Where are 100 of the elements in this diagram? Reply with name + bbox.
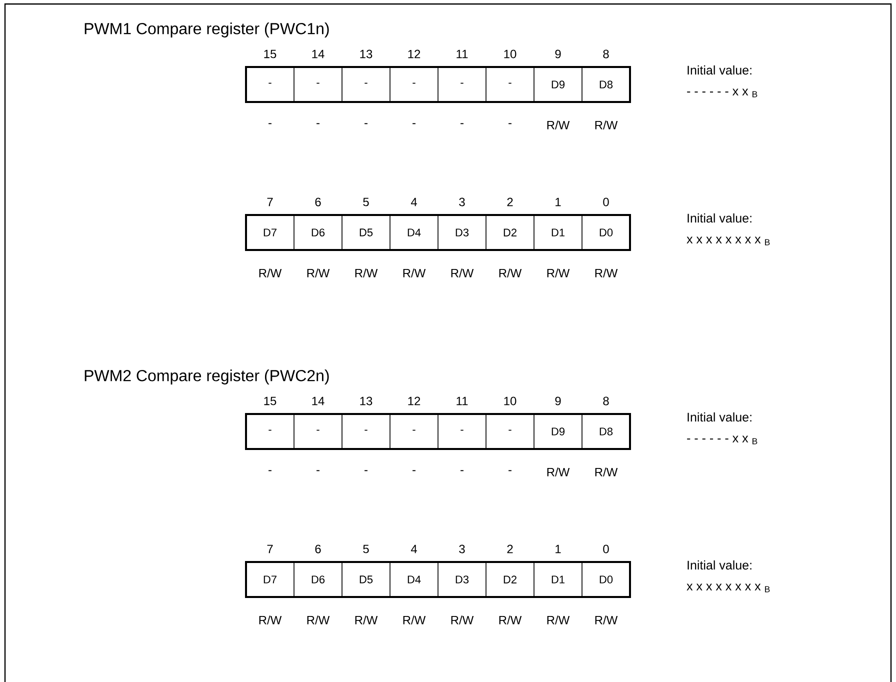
bit-cell: - bbox=[390, 66, 438, 102]
bit-number: 4 bbox=[410, 544, 417, 554]
bit-number: 5 bbox=[363, 544, 369, 554]
bit-number: 6 bbox=[315, 544, 321, 554]
bit-cell: D4 bbox=[390, 562, 438, 598]
bit-cell: D6 bbox=[294, 562, 342, 598]
bit-cell: D6 bbox=[294, 214, 342, 250]
access-label: - bbox=[268, 470, 272, 472]
access-label: R/W bbox=[595, 268, 618, 278]
bit-cell: - bbox=[294, 66, 342, 102]
bit-cell: D5 bbox=[342, 562, 390, 598]
initial-value-label: Initial value: bbox=[688, 213, 752, 223]
initial-value: - - - - - - x x $_{B}$ bbox=[687, 436, 758, 444]
bit-cell: D2 bbox=[486, 562, 534, 598]
access-label: R/W bbox=[451, 616, 474, 624]
bit-number: 3 bbox=[459, 198, 465, 206]
bit-cell: D1 bbox=[534, 214, 582, 250]
bit-cell: D3 bbox=[438, 562, 486, 598]
initial-value-label: Initial value: bbox=[688, 412, 752, 422]
bit-number: 5 bbox=[363, 198, 369, 206]
bit-number: 9 bbox=[555, 50, 561, 58]
access-label: - bbox=[412, 470, 416, 472]
node-label: D7 bbox=[264, 576, 276, 584]
bit-number: 1 bbox=[556, 198, 561, 206]
access-label: R/W bbox=[403, 268, 426, 278]
bit-number: 1 bbox=[556, 544, 561, 554]
bit-cell: - bbox=[438, 66, 486, 102]
access-label: - bbox=[364, 470, 368, 472]
bit-cell: - bbox=[390, 414, 438, 450]
bit-number: 12 bbox=[408, 396, 420, 406]
access-label: - bbox=[316, 123, 320, 124]
access-label: R/W bbox=[307, 616, 330, 624]
bit-cell: D2 bbox=[486, 214, 534, 250]
bit-number: 10 bbox=[504, 50, 516, 58]
bit-cell: D0 bbox=[582, 562, 630, 598]
initial-value-label: Initial value: bbox=[688, 560, 752, 570]
bit-number: 11 bbox=[456, 50, 468, 58]
access-label: R/W bbox=[307, 268, 330, 278]
bit-number: 10 bbox=[504, 396, 516, 406]
bit-cell: D9 bbox=[534, 66, 582, 102]
node-label: - bbox=[268, 430, 272, 431]
bit-number: 15 bbox=[264, 50, 276, 58]
bit-cell: - bbox=[294, 414, 342, 450]
bit-cell: - bbox=[342, 414, 390, 450]
access-label: R/W bbox=[355, 616, 378, 624]
bit-number: 14 bbox=[312, 50, 324, 58]
bit-number: 7 bbox=[267, 198, 273, 206]
bit-cell: - bbox=[486, 66, 534, 102]
access-label: - bbox=[508, 470, 512, 472]
access-label: R/W bbox=[547, 268, 570, 278]
bit-number: 11 bbox=[456, 396, 468, 406]
bit-cell: D9 bbox=[534, 414, 582, 450]
access-label: R/W bbox=[355, 268, 378, 278]
access-label: R/W bbox=[595, 616, 618, 624]
access-label: R/W bbox=[595, 468, 618, 476]
bit-number: 13 bbox=[360, 50, 372, 58]
initial-value: - - - - - - x x $_{B}$ bbox=[687, 88, 758, 98]
access-label: - bbox=[508, 123, 512, 124]
bit-cell: - bbox=[342, 66, 390, 102]
access-label: R/W bbox=[259, 268, 282, 278]
access-label: - bbox=[460, 123, 464, 124]
access-label: R/W bbox=[595, 120, 618, 130]
initial-value-label: Initial value: bbox=[688, 65, 752, 75]
access-label: R/W bbox=[403, 616, 426, 624]
bit-number: 8 bbox=[603, 396, 609, 406]
bit-number: 3 bbox=[459, 544, 465, 554]
bit-cell: - bbox=[486, 414, 534, 450]
bit-cell: D8 bbox=[582, 66, 630, 102]
node-label: - bbox=[268, 82, 272, 84]
bit-cell: D3 bbox=[438, 214, 486, 250]
bit-number: 7 bbox=[267, 544, 273, 554]
bit-number: 0 bbox=[603, 544, 609, 554]
bit-cell: D5 bbox=[342, 214, 390, 250]
register-heading: PWM1 Compare register (PWC1n) bbox=[84, 22, 329, 38]
bit-number: 14 bbox=[312, 396, 324, 406]
bit-number: 9 bbox=[555, 396, 561, 406]
initial-value: x x x x x x x x $_{B}$ bbox=[686, 584, 770, 592]
bit-number: 2 bbox=[507, 198, 513, 206]
bit-number: 2 bbox=[507, 544, 513, 554]
access-label: - bbox=[364, 123, 368, 124]
access-label: R/W bbox=[547, 120, 570, 130]
bit-number: 15 bbox=[264, 396, 276, 406]
node-label: D7 bbox=[264, 228, 276, 236]
access-label: R/W bbox=[499, 268, 522, 278]
bit-cell: D4 bbox=[390, 214, 438, 250]
access-label: - bbox=[460, 470, 464, 472]
access-label: R/W bbox=[499, 616, 522, 624]
bit-number: 12 bbox=[408, 50, 420, 58]
bit-cell: - bbox=[438, 414, 486, 450]
register-heading: PWM2 Compare register (PWC2n) bbox=[84, 370, 329, 384]
access-label: R/W bbox=[547, 468, 570, 476]
bit-cell: D8 bbox=[582, 414, 630, 450]
bit-number: 0 bbox=[603, 198, 609, 206]
bit-number: 13 bbox=[360, 396, 372, 406]
access-label: R/W bbox=[451, 268, 474, 278]
initial-value: x x x x x x x x $_{B}$ bbox=[686, 236, 770, 246]
access-label: - bbox=[268, 123, 272, 124]
access-label: - bbox=[316, 470, 320, 472]
bit-cell: D0 bbox=[582, 214, 630, 250]
bit-number: 8 bbox=[603, 50, 609, 58]
